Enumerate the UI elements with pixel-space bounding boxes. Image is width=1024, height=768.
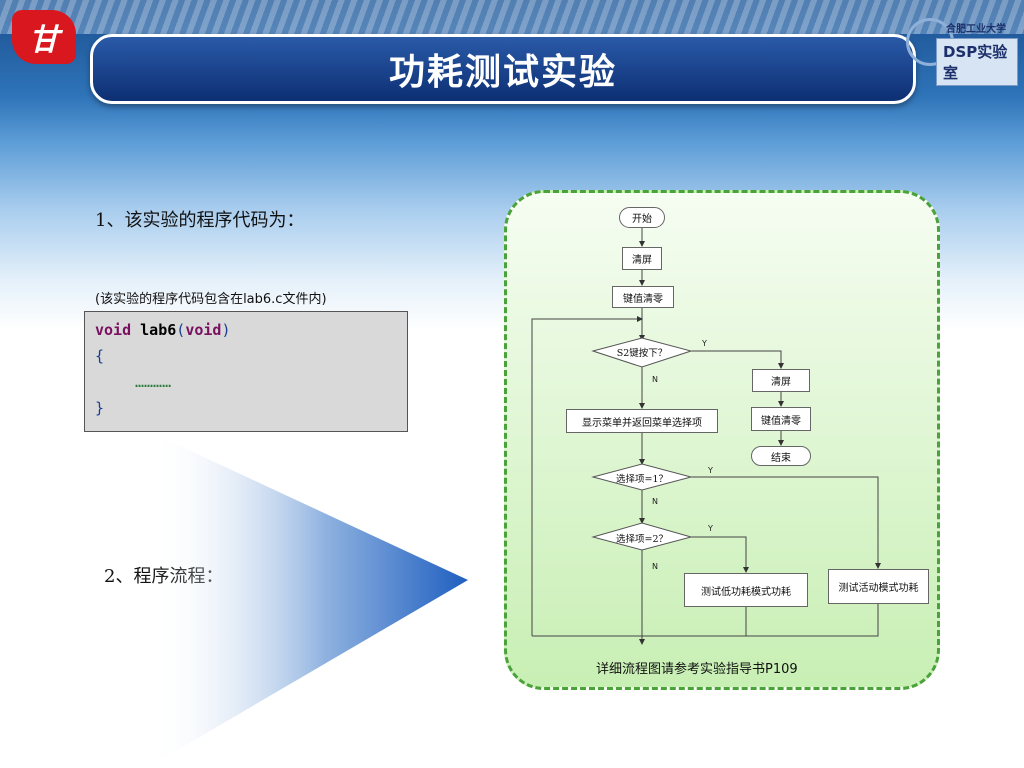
code-paren-open: (: [176, 321, 186, 339]
flow-start: 开始: [619, 207, 665, 228]
flow-yes-label-2: Y: [708, 466, 713, 475]
flow-condition-option1: 选择项=1？: [615, 474, 668, 485]
flow-condition-option2: 选择项=2？: [615, 534, 668, 545]
code-brace-close: }: [95, 399, 105, 417]
flow-reset-key-1: 键值清零: [612, 286, 674, 308]
flow-clear-screen-2: 清屏: [752, 369, 810, 392]
code-function-name: lab6: [131, 321, 177, 339]
flow-test-low-power: 测试低功耗模式功耗: [684, 573, 808, 607]
section-heading-code: 1、该实验的程序代码为：: [95, 210, 305, 231]
title-bar: 功耗测试实验: [90, 34, 916, 104]
code-keyword-param: void: [185, 321, 222, 339]
code-file-note: (该实验的程序代码包含在lab6.c文件内): [95, 292, 327, 307]
flow-yes-label-3: Y: [708, 524, 713, 533]
flow-no-label-1: N: [652, 375, 658, 384]
university-logo-left: 甘: [12, 10, 76, 64]
flow-end: 结束: [751, 446, 811, 466]
flow-show-menu: 显示菜单并返回菜单选择项: [566, 409, 718, 433]
flowchart-panel: [504, 190, 940, 690]
pointer-arrow-shape: [150, 432, 468, 766]
flow-reset-key-2: 键值清零: [751, 407, 811, 431]
dsp-lab-logo: 合肥工业大学 DSP实验室: [906, 16, 1018, 86]
flow-test-active-power: 测试活动模式功耗: [828, 569, 929, 604]
header-stripes: [0, 0, 1024, 34]
code-brace-open: {: [95, 347, 105, 365]
logo-lab-name: DSP实验室: [936, 38, 1018, 86]
flow-no-label-2: N: [652, 497, 658, 506]
flow-no-label-3: N: [652, 562, 658, 571]
code-keyword: void: [95, 321, 132, 339]
code-line-signature: void lab6(void): [95, 319, 397, 345]
flow-clear-screen-1: 清屏: [622, 247, 662, 270]
flow-condition-s2: S2键按下？: [616, 348, 668, 359]
flow-yes-label-1: Y: [702, 339, 707, 348]
slide-title: 功耗测试实验: [388, 51, 617, 93]
logo-left-glyph: 甘: [29, 23, 59, 58]
code-block: void lab6(void) { ………… }: [84, 311, 408, 432]
flowchart-reference-note: 详细流程图请参考实验指导书P109: [596, 662, 798, 677]
code-ellipsis: …………: [135, 373, 172, 391]
code-paren-close: ): [221, 321, 231, 339]
logo-university-name: 合肥工业大学: [946, 24, 1006, 35]
